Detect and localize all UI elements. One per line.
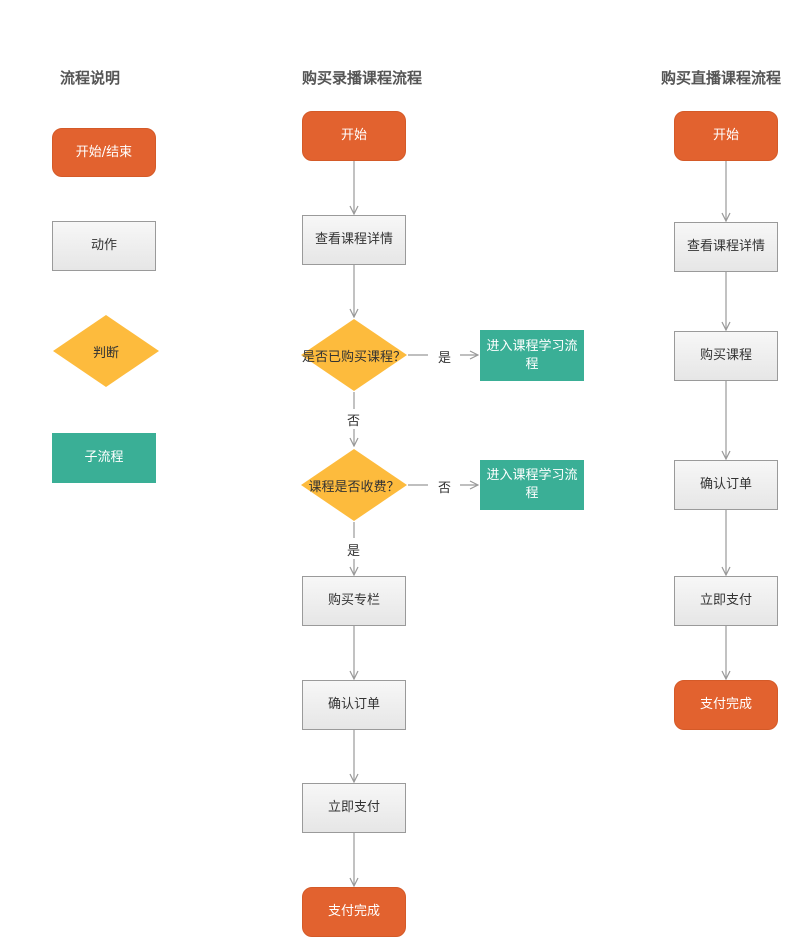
legend-decision-label: 判断 bbox=[92, 345, 119, 361]
recorded-decision-purchased: 是否已购买课程？ bbox=[300, 318, 408, 392]
live-confirm-order: 确认订单 bbox=[674, 460, 778, 510]
recorded-decision-charged: 课程是否收费？ bbox=[300, 448, 408, 522]
legend-subprocess: 子流程 bbox=[52, 433, 156, 483]
recorded-confirm-order: 确认订单 bbox=[302, 680, 406, 730]
recorded-flow-title: 购买录播课程流程 bbox=[302, 69, 423, 87]
recorded-pay-done: 支付完成 bbox=[302, 887, 406, 937]
label-no-2: 否 bbox=[436, 477, 454, 496]
live-buy-course: 购买课程 bbox=[674, 331, 778, 381]
live-start: 开始 bbox=[674, 111, 778, 161]
recorded-start: 开始 bbox=[302, 111, 406, 161]
decision-charged-label: 课程是否收费？ bbox=[308, 479, 400, 495]
legend-action: 动作 bbox=[52, 221, 156, 271]
label-yes-1: 是 bbox=[436, 347, 454, 366]
recorded-view-details: 查看课程详情 bbox=[302, 215, 406, 265]
live-pay-done: 支付完成 bbox=[674, 680, 778, 730]
recorded-pay-now: 立即支付 bbox=[302, 783, 406, 833]
live-flow-title: 购买直播课程流程 bbox=[661, 69, 782, 87]
live-pay-now: 立即支付 bbox=[674, 576, 778, 626]
live-view-details: 查看课程详情 bbox=[674, 222, 778, 272]
legend-decision-shape bbox=[53, 315, 159, 387]
label-yes-2: 是 bbox=[345, 540, 363, 559]
legend-start-end: 开始/结束 bbox=[52, 128, 156, 177]
legend-decision: 判断 bbox=[52, 314, 160, 388]
recorded-enter-learning-2: 进入课程学习流程 bbox=[480, 460, 584, 510]
decision-purchased-shape bbox=[301, 319, 407, 391]
recorded-buy-column: 购买专栏 bbox=[302, 576, 406, 626]
decision-charged-shape bbox=[301, 449, 407, 521]
decision-purchased-label: 是否已购买课程？ bbox=[301, 349, 406, 365]
legend-title: 流程说明 bbox=[60, 69, 121, 87]
recorded-enter-learning-1: 进入课程学习流程 bbox=[480, 330, 584, 381]
label-no-1: 否 bbox=[345, 410, 363, 429]
